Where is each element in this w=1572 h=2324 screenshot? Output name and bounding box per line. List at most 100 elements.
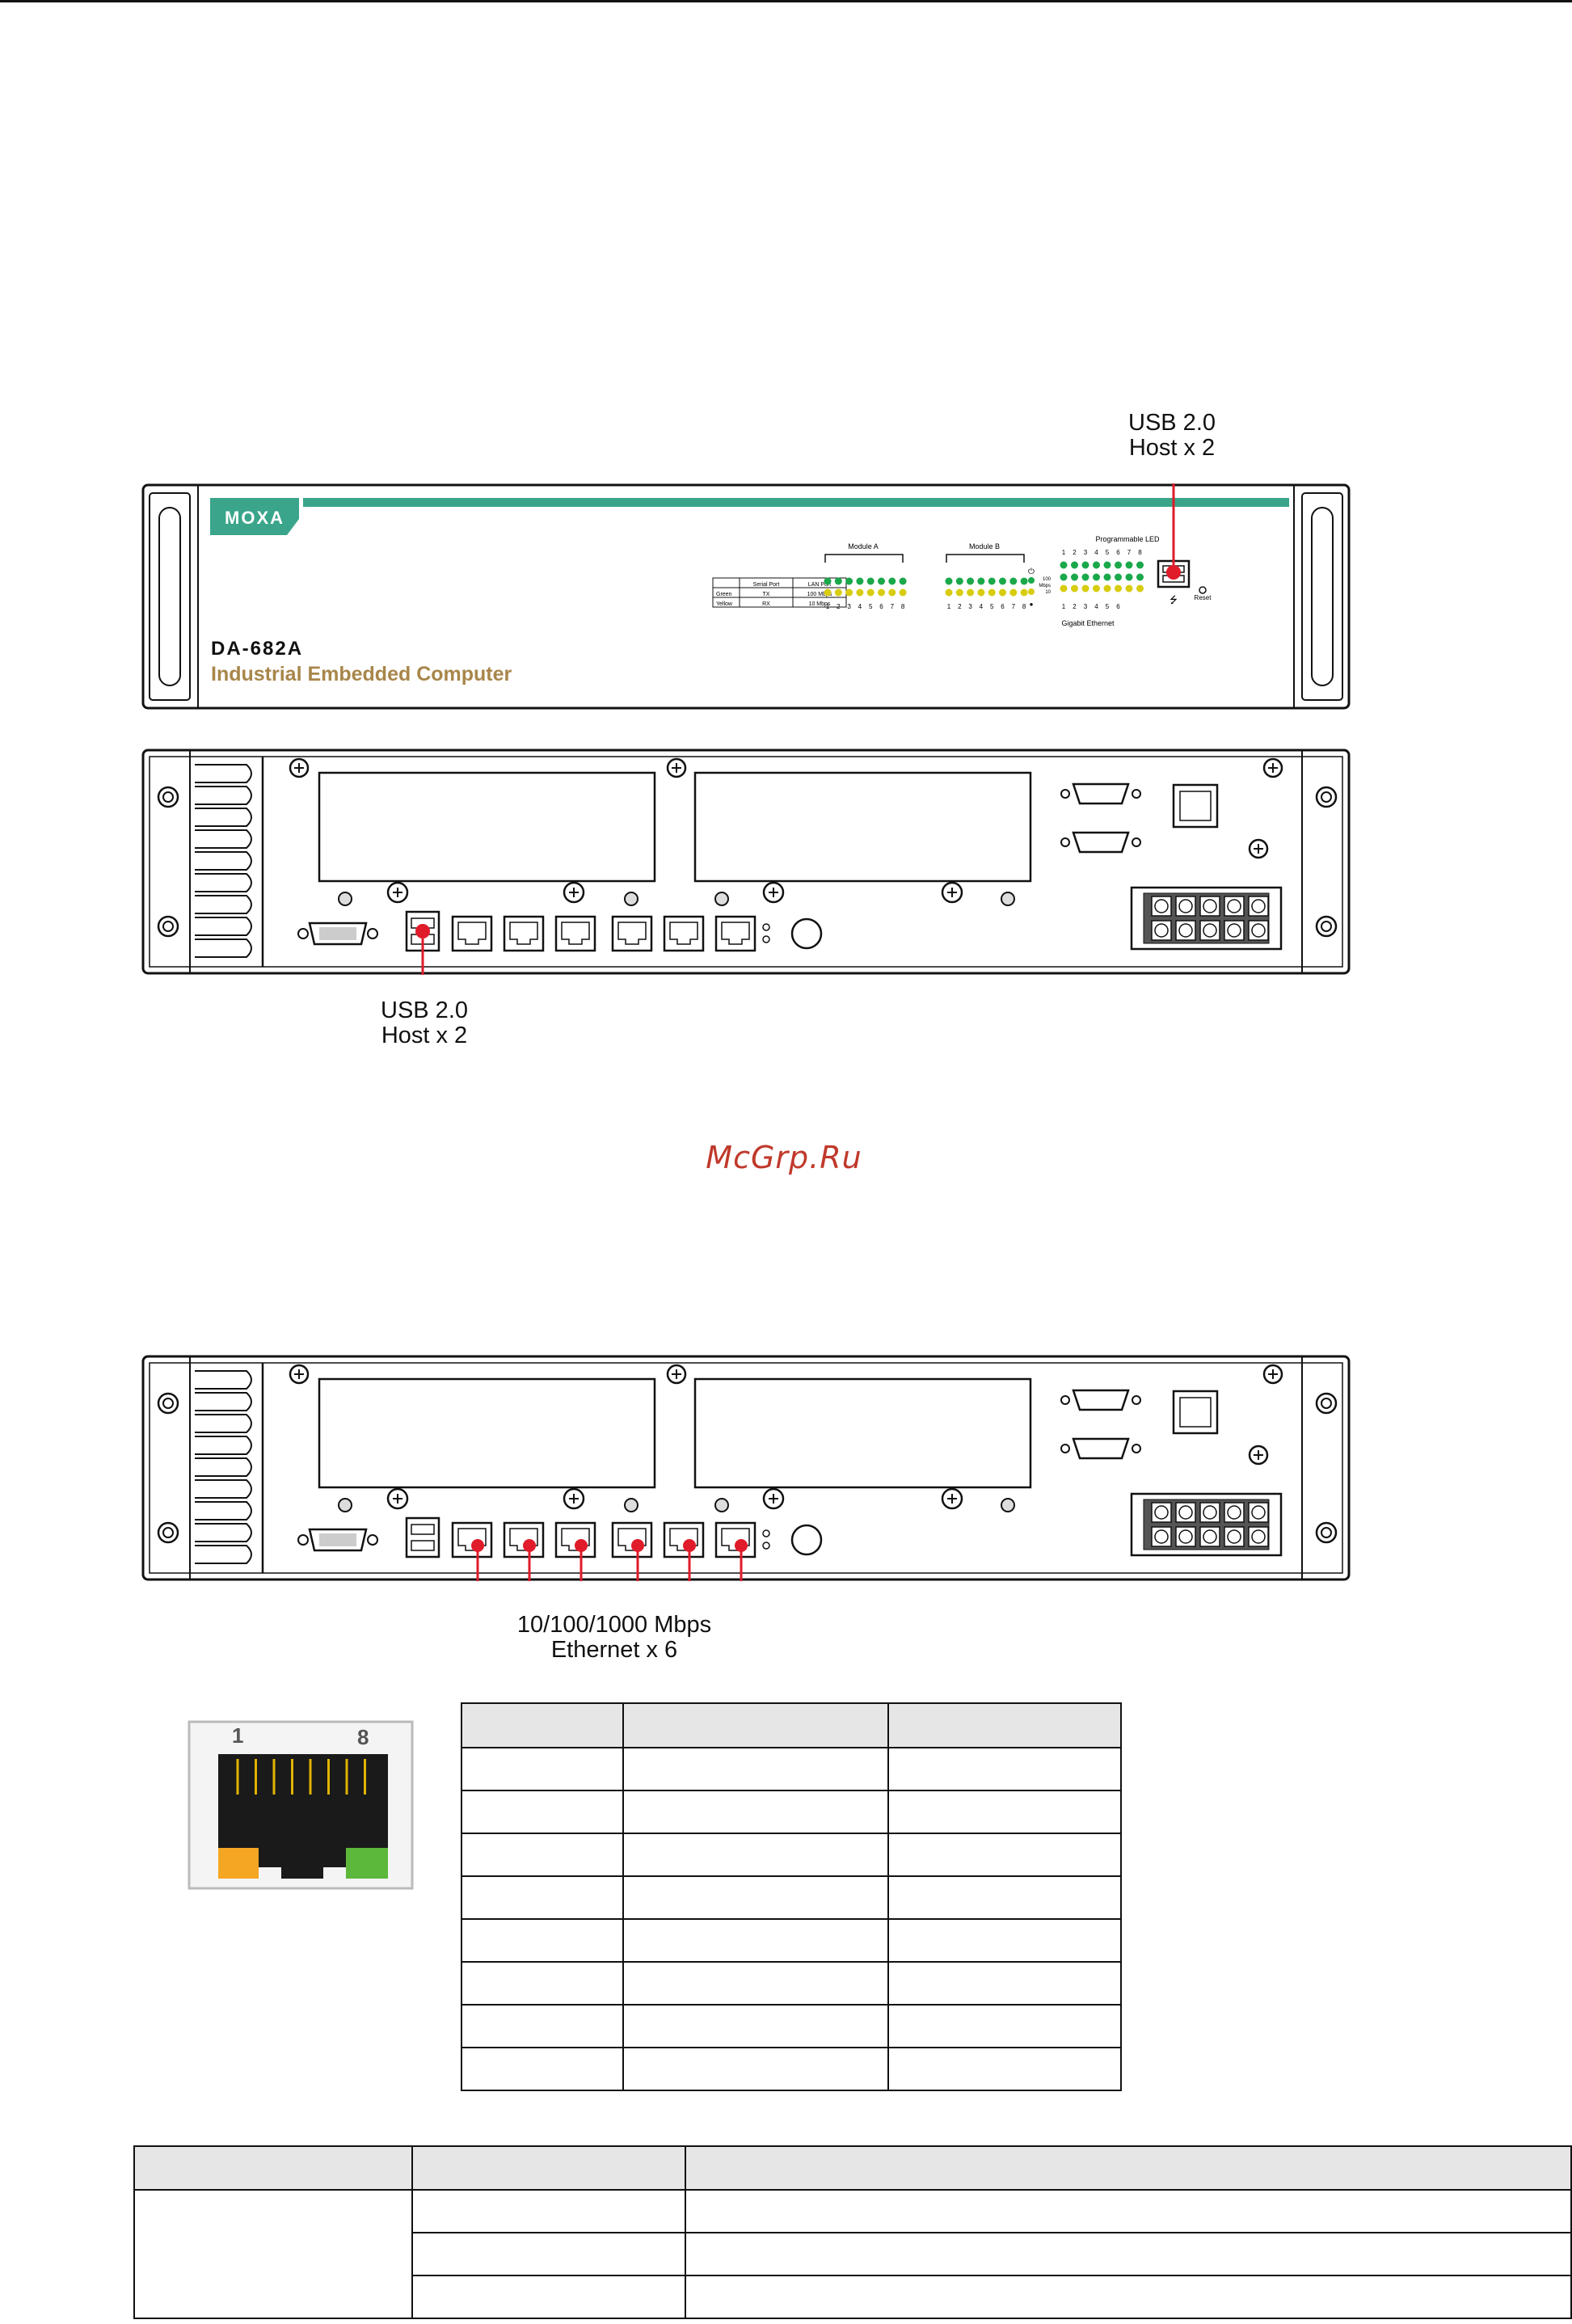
storage-icon: ● — [1030, 601, 1034, 608]
cooling-fin — [195, 917, 252, 936]
rear-usb-callout-line2: Host x 2 — [381, 1023, 468, 1048]
port-number: 5 — [1106, 549, 1110, 556]
pin-table-cell — [622, 1702, 889, 1748]
cooling-fin — [195, 1501, 252, 1521]
module-b-yellow-led — [945, 588, 953, 597]
pin-table-cell — [461, 1961, 624, 2006]
rj45-led-green — [346, 1848, 388, 1879]
gigabit-100-led — [1060, 573, 1068, 581]
port-number: 8 — [901, 603, 905, 610]
power-icon: ⏻ — [1028, 567, 1035, 576]
pin-table-cell — [622, 1747, 889, 1791]
rear-panel-usb-diagram — [141, 749, 1351, 975]
port-number: 8 — [1138, 549, 1142, 556]
reset-button[interactable] — [1199, 586, 1207, 594]
port-number: 7 — [1127, 549, 1132, 556]
cooling-fin — [195, 786, 252, 805]
serial-console-port[interactable] — [1072, 1389, 1130, 1411]
module-a-green-led — [888, 577, 896, 585]
module-b-yellow-led — [988, 588, 996, 597]
ethernet-callout-line2: Ethernet x 6 — [550, 1637, 678, 1663]
legend-green: Green — [716, 592, 732, 597]
led-table-cell — [133, 2145, 414, 2191]
front-panel-diagram: MOXA DA-682A Industrial Embedded Compute… — [141, 483, 1351, 710]
legend-header-serial: Serial Port — [753, 582, 780, 588]
programmable-led-label: Programmable LED — [1095, 535, 1160, 543]
gigabit-100-led — [1103, 573, 1111, 581]
legend-green-lan: 100 Mbps — [807, 592, 832, 597]
rj45-led-orange — [218, 1848, 259, 1879]
module-b-label: Module B — [969, 542, 1000, 550]
pin-table-cell — [887, 1961, 1122, 2006]
port-number: 4 — [1094, 603, 1098, 610]
led-indicator-table — [133, 2145, 1572, 2319]
led-legend: Serial Port LAN Port Green TX 100 Mbps Y… — [712, 577, 847, 608]
module-b-yellow-led — [999, 588, 1006, 597]
pin-table-cell — [461, 2047, 624, 2091]
module-b-yellow-led — [1020, 588, 1028, 597]
rj45-pins — [236, 1759, 366, 1795]
port-number: 6 — [1116, 549, 1120, 556]
cooling-fin — [195, 1545, 252, 1564]
serial-console-port[interactable] — [1072, 831, 1130, 854]
expansion-slot-a — [318, 771, 656, 883]
cooling-fin — [195, 895, 252, 914]
programmable-led — [1136, 561, 1144, 569]
rj45-port-illustration: 1 8 — [188, 1720, 414, 1890]
rear-usb-ports[interactable] — [405, 1516, 440, 1558]
module-b-yellow-led — [955, 588, 963, 597]
module-a-green-led — [834, 577, 842, 585]
module-a-green-led — [899, 577, 907, 585]
module-a-yellow-led — [866, 588, 875, 597]
pin-table-cell — [887, 1747, 1122, 1791]
gigabit-10-led — [1081, 584, 1089, 593]
module-a-yellow-led — [824, 588, 832, 597]
pin-table-cell — [622, 1790, 889, 1834]
module-a-green-led — [856, 577, 864, 585]
programmable-led — [1081, 561, 1089, 569]
programmable-led — [1093, 561, 1100, 569]
led-table-row — [134, 2275, 1572, 2319]
module-b-green-led — [967, 577, 975, 585]
module-b-green-led — [988, 577, 996, 585]
module-b-leds — [945, 577, 1028, 597]
serial-console-port[interactable] — [1072, 1437, 1130, 1460]
gigabit-100-led — [1115, 573, 1122, 581]
cooling-fin — [195, 938, 252, 958]
led-table-cell — [685, 2189, 1572, 2233]
pin-table-cell — [461, 1790, 624, 1834]
power-switch[interactable] — [790, 1524, 823, 1556]
gigabit-100-led — [1093, 573, 1100, 581]
pin-table-cell — [622, 2047, 889, 2091]
pin-table-cell — [887, 2047, 1122, 2091]
module-b-green-led — [1020, 577, 1028, 585]
expansion-slot-b — [693, 1377, 1032, 1489]
programmable-leds — [1060, 561, 1144, 593]
module-a-green-led — [824, 577, 832, 585]
module-b-green-led — [945, 577, 953, 585]
pin-table-cell — [461, 1702, 624, 1748]
module-a-yellow-led — [878, 588, 885, 597]
led-table-cell — [685, 2232, 1572, 2276]
led-table-cell — [411, 2232, 687, 2276]
legend-yellow: Yellow — [716, 601, 733, 607]
port-number: 2 — [837, 603, 841, 610]
port-number: 4 — [980, 603, 984, 610]
pin-table-cell — [622, 1875, 889, 1920]
led-table-cell — [411, 2275, 687, 2319]
pin-table-cell — [622, 2004, 889, 2048]
pin-table-row — [461, 1918, 1122, 1963]
pin-table-row — [461, 2047, 1122, 2091]
gigabit-10-led — [1103, 584, 1111, 593]
power-switch[interactable] — [790, 917, 823, 950]
product-subtitle: Industrial Embedded Computer — [211, 663, 512, 685]
port-number: 2 — [958, 603, 962, 610]
cooling-fin — [195, 808, 252, 827]
serial-console-port[interactable] — [1072, 782, 1130, 805]
port-number: 6 — [879, 603, 883, 610]
port-number: 5 — [1106, 603, 1110, 610]
gigabit-10-led — [1115, 584, 1122, 593]
cooling-fin — [195, 851, 252, 871]
cooling-fin — [195, 1370, 252, 1390]
